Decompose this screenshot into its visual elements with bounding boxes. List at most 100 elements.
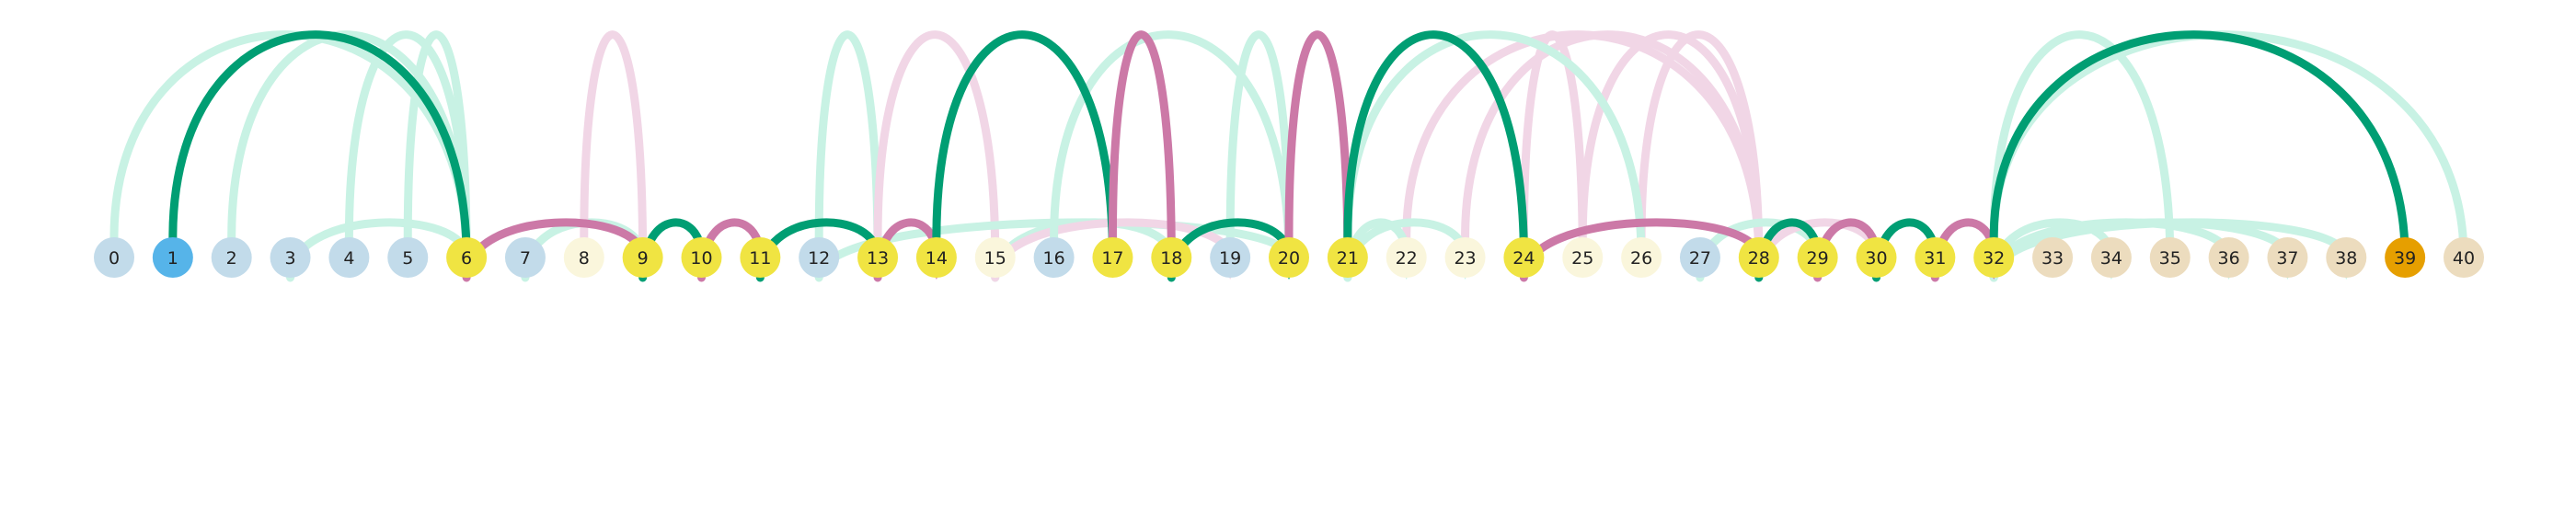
node-circle	[328, 237, 370, 278]
node-label: 20	[1278, 248, 1300, 269]
node-label: 23	[1454, 248, 1476, 269]
node-label: 30	[1865, 248, 1887, 269]
node-circle	[563, 237, 604, 278]
node-circle	[1973, 237, 2015, 278]
node-19: 19	[1210, 237, 1251, 278]
node-label: 6	[461, 248, 472, 269]
node-label: 11	[749, 248, 771, 269]
node-circle	[270, 237, 311, 278]
node-6: 6	[446, 237, 488, 278]
node-label: 27	[1689, 248, 1711, 269]
node-circle	[1444, 237, 1486, 278]
node-circle	[2208, 237, 2249, 278]
node-circle	[2032, 237, 2074, 278]
node-26: 26	[1621, 237, 1662, 278]
node-circle	[1856, 237, 1897, 278]
node-label: 28	[1748, 248, 1770, 269]
node-label: 5	[402, 248, 413, 269]
node-label: 31	[1924, 248, 1946, 269]
node-14: 14	[915, 237, 957, 278]
node-3: 3	[270, 237, 311, 278]
node-36: 36	[2208, 237, 2249, 278]
node-23: 23	[1444, 237, 1486, 278]
node-circle	[1915, 237, 1956, 278]
edge-arc	[932, 30, 1117, 262]
node-18: 18	[1151, 237, 1192, 278]
node-circle	[1386, 237, 1427, 278]
node-circle	[1562, 237, 1604, 278]
node-circle	[1269, 237, 1309, 278]
node-label: 7	[520, 248, 531, 269]
node-label: 33	[2041, 248, 2064, 269]
node-circle	[1327, 237, 1368, 278]
edge-arc	[580, 30, 648, 262]
node-circle	[740, 237, 781, 278]
node-33: 33	[2032, 237, 2074, 278]
node-4: 4	[328, 237, 370, 278]
node-circle	[2090, 237, 2132, 278]
node-circle	[1797, 237, 1838, 278]
node-label: 21	[1337, 248, 1359, 269]
node-circle	[799, 237, 840, 278]
node-circle	[1151, 237, 1192, 278]
edge-arc	[1989, 30, 2409, 262]
node-38: 38	[2326, 237, 2367, 278]
node-40: 40	[2444, 237, 2484, 278]
node-label: 40	[2453, 248, 2475, 269]
node-24: 24	[1503, 237, 1545, 278]
node-circle	[1679, 237, 1720, 278]
node-label: 25	[1571, 248, 1593, 269]
node-label: 18	[1160, 248, 1182, 269]
node-label: 16	[1043, 248, 1065, 269]
node-label: 12	[808, 248, 830, 269]
node-label: 24	[1512, 248, 1535, 269]
node-label: 38	[2335, 248, 2357, 269]
node-label: 29	[1807, 248, 1829, 269]
node-circle	[857, 237, 899, 278]
node-16: 16	[1033, 237, 1075, 278]
node-circle	[974, 237, 1016, 278]
node-circle	[387, 237, 429, 278]
node-circle	[2385, 237, 2426, 278]
node-22: 22	[1386, 237, 1427, 278]
node-circle	[446, 237, 488, 278]
node-label: 34	[2100, 248, 2122, 269]
node-circle	[1503, 237, 1545, 278]
node-35: 35	[2149, 237, 2191, 278]
node-circle	[1210, 237, 1251, 278]
edge-arc	[1519, 30, 1587, 262]
node-13: 13	[857, 237, 899, 278]
node-label: 0	[109, 248, 120, 269]
node-label: 39	[2394, 248, 2416, 269]
node-12: 12	[799, 237, 840, 278]
node-11: 11	[740, 237, 781, 278]
edge-arc	[403, 30, 471, 262]
node-label: 17	[1101, 248, 1123, 269]
node-label: 2	[226, 248, 237, 269]
node-label: 8	[579, 248, 590, 269]
node-label: 32	[1983, 248, 2005, 269]
node-37: 37	[2267, 237, 2308, 278]
node-28: 28	[1738, 237, 1779, 278]
node-circle	[915, 237, 957, 278]
node-circle	[622, 237, 663, 278]
node-circle	[1738, 237, 1779, 278]
node-circle	[2149, 237, 2191, 278]
node-label: 3	[285, 248, 296, 269]
node-17: 17	[1092, 237, 1133, 278]
node-21: 21	[1327, 237, 1368, 278]
node-circle	[211, 237, 252, 278]
edge-arc	[1108, 30, 1176, 262]
node-34: 34	[2090, 237, 2132, 278]
node-label: 14	[926, 248, 948, 269]
edge-arc	[1461, 30, 1764, 262]
node-circle	[1092, 237, 1133, 278]
edge-arc	[1343, 30, 1646, 262]
node-label: 37	[2276, 248, 2298, 269]
node-15: 15	[974, 237, 1016, 278]
node-30: 30	[1856, 237, 1897, 278]
node-27: 27	[1679, 237, 1720, 278]
node-circle	[94, 237, 134, 278]
